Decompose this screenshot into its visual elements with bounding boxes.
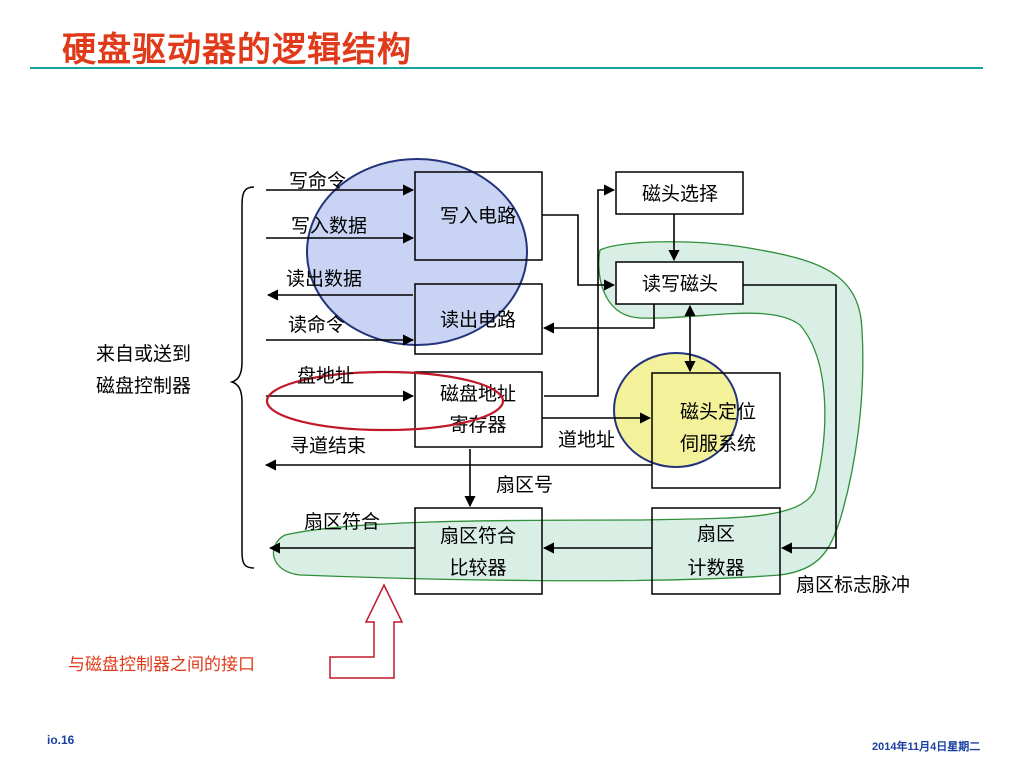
head-positioning-servo-label-1: 磁头定位 [680,401,756,423]
sector-match-comparator-label-2: 比较器 [449,557,506,579]
green-highlight-region [272,241,864,582]
slide-date: 2014年11月4日星期二 [872,741,981,753]
register-to-head-select-path [544,184,616,397]
sector-counter-label-1: 扇区 [697,523,735,545]
write-to-head-path [542,214,616,291]
blue-highlight-circle [306,158,528,346]
sector-mark-pulse-label: 扇区标志脉冲 [796,574,910,596]
disk-address-register-label-1: 磁盘地址 [440,383,516,405]
write-circuit-label: 写入电路 [440,205,516,227]
sector-counter-box [651,507,781,595]
red-highlight-ellipse [265,370,505,432]
disk-address-register-label-2: 寄存器 [449,414,506,436]
yellow-highlight-circle [613,352,739,468]
controller-brace [229,186,255,569]
head-to-read-path [542,304,655,334]
disk-address-register-box [414,371,543,448]
read-command-label: 读命令 [288,314,345,336]
sector-counter-label-2: 计数器 [687,557,744,579]
sector-mark-pulse-path [743,284,837,554]
read-write-head-box [615,261,744,305]
head-positioning-servo-box [651,372,781,489]
write-circuit-box [414,171,543,261]
interface-label: 与磁盘控制器之间的接口 [68,655,255,675]
title-divider [30,67,983,69]
track-address-label: 道地址 [558,429,615,451]
head-select-label: 磁头选择 [642,183,718,205]
sector-number-label: 扇区号 [496,474,553,496]
write-command-label: 写命令 [289,170,346,192]
write-data-label: 写入数据 [291,215,367,237]
seek-complete-label: 寻道结束 [290,435,366,457]
read-circuit-label: 读出电路 [440,309,516,331]
sector-match-comparator-box [414,507,543,595]
interface-callout-arrow [329,583,404,679]
head-select-box [615,171,744,215]
brace-label-line-1: 来自或送到 [96,343,191,365]
brace-label-line-2: 磁盘控制器 [96,375,191,397]
page-title: 硬盘驱动器的逻辑结构 [62,30,412,70]
read-write-head-label: 读写磁头 [642,273,718,295]
read-data-label: 读出数据 [286,268,362,290]
disk-address-label: 盘地址 [297,365,354,387]
sector-match-label: 扇区符合 [304,511,380,533]
sector-match-comparator-label-1: 扇区符合 [440,525,516,547]
read-circuit-box [414,283,543,355]
head-positioning-servo-label-2: 伺服系统 [680,433,756,455]
slide-number: io.16 [47,733,75,747]
